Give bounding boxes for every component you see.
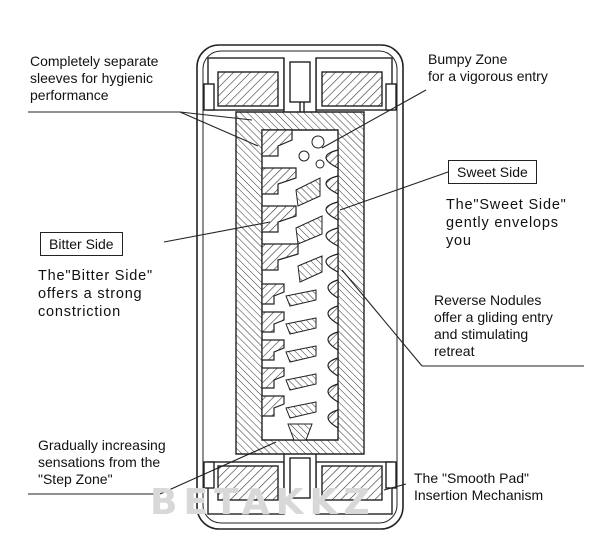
leader-smooth-pad bbox=[383, 483, 407, 491]
label-bitter-side-title: Bitter Side bbox=[40, 232, 123, 256]
label-step-zone: Gradually increasing sensations from the… bbox=[38, 437, 166, 487]
leader-bitter-side bbox=[163, 221, 271, 243]
label-sweet-side-title: Sweet Side bbox=[448, 160, 537, 184]
bitter-side-fins bbox=[261, 129, 299, 417]
sleeve-body bbox=[235, 111, 365, 455]
outer-casing bbox=[196, 44, 404, 530]
label-bitter-side-desc: The"Bitter Side" offers a strong constri… bbox=[38, 268, 153, 320]
label-bumpy-zone: Bumpy Zone for a vigorous entry bbox=[428, 51, 548, 84]
label-sweet-side-desc: The"Sweet Side" gently envelops you bbox=[446, 197, 567, 249]
sweet-side-nodules bbox=[325, 149, 339, 430]
top-cap bbox=[203, 57, 397, 119]
leader-sweet-side bbox=[339, 171, 449, 211]
bottom-cap bbox=[203, 451, 397, 515]
label-smooth-pad: The "Smooth Pad" Insertion Mechanism bbox=[414, 470, 544, 503]
leader-bumpy-zone bbox=[321, 89, 427, 149]
label-separate-sleeves: Completely separate sleeves for hygienic… bbox=[30, 53, 159, 103]
central-channel bbox=[285, 135, 325, 441]
leader-lines bbox=[28, 89, 584, 495]
label-reverse-nodules: Reverse Nodules offer a gliding entry an… bbox=[434, 292, 553, 359]
watermark: BETAKKZ bbox=[150, 482, 376, 523]
